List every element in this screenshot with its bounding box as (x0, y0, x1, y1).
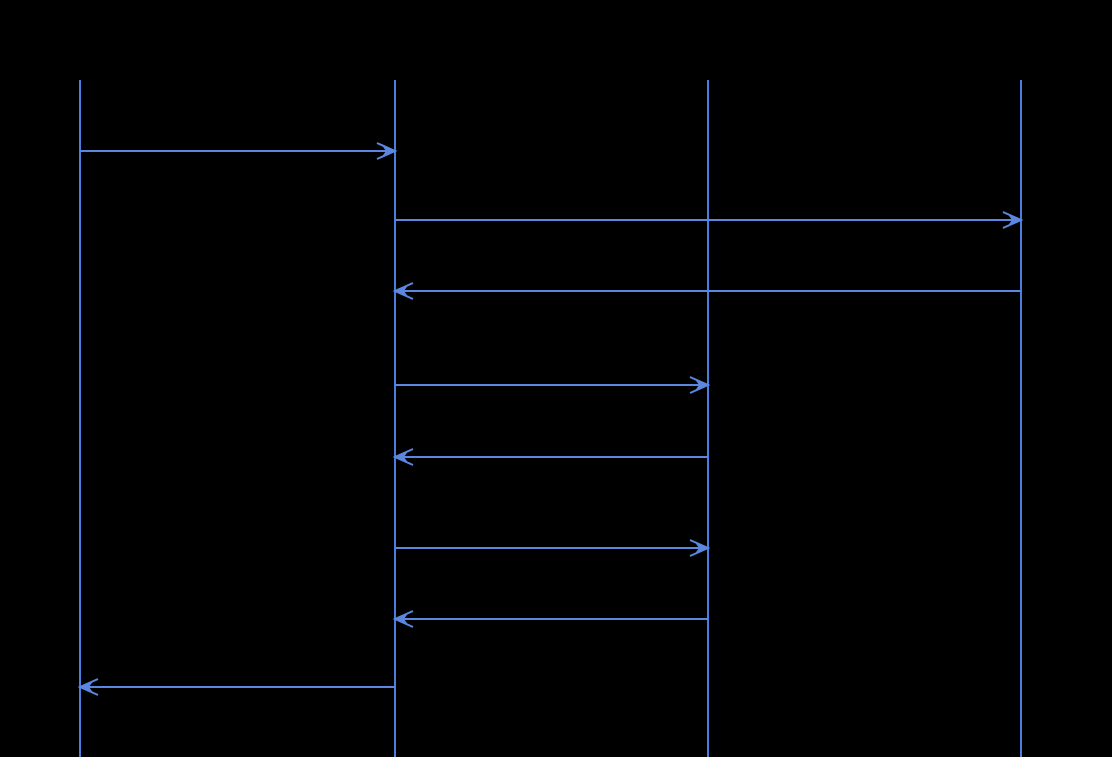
message-4 (395, 376, 711, 394)
message-2 (395, 211, 1024, 229)
messages-group (77, 142, 1024, 696)
message-7 (392, 610, 708, 628)
message-8 (77, 678, 395, 696)
message-1 (80, 142, 398, 160)
lifelines-group (79, 80, 1022, 757)
message-arrowbarb-7 (395, 612, 409, 626)
message-6 (395, 539, 711, 557)
message-arrowbarb-1 (381, 144, 395, 158)
message-arrowbarb-2 (1007, 213, 1021, 227)
message-arrowbarb-8 (80, 680, 94, 694)
message-arrowbarb-5 (395, 450, 409, 464)
message-3 (392, 282, 1021, 300)
message-arrowbarb-3 (395, 284, 409, 298)
message-arrowbarb-6 (694, 541, 708, 555)
message-5 (392, 448, 708, 466)
message-arrowbarb-4 (694, 378, 708, 392)
